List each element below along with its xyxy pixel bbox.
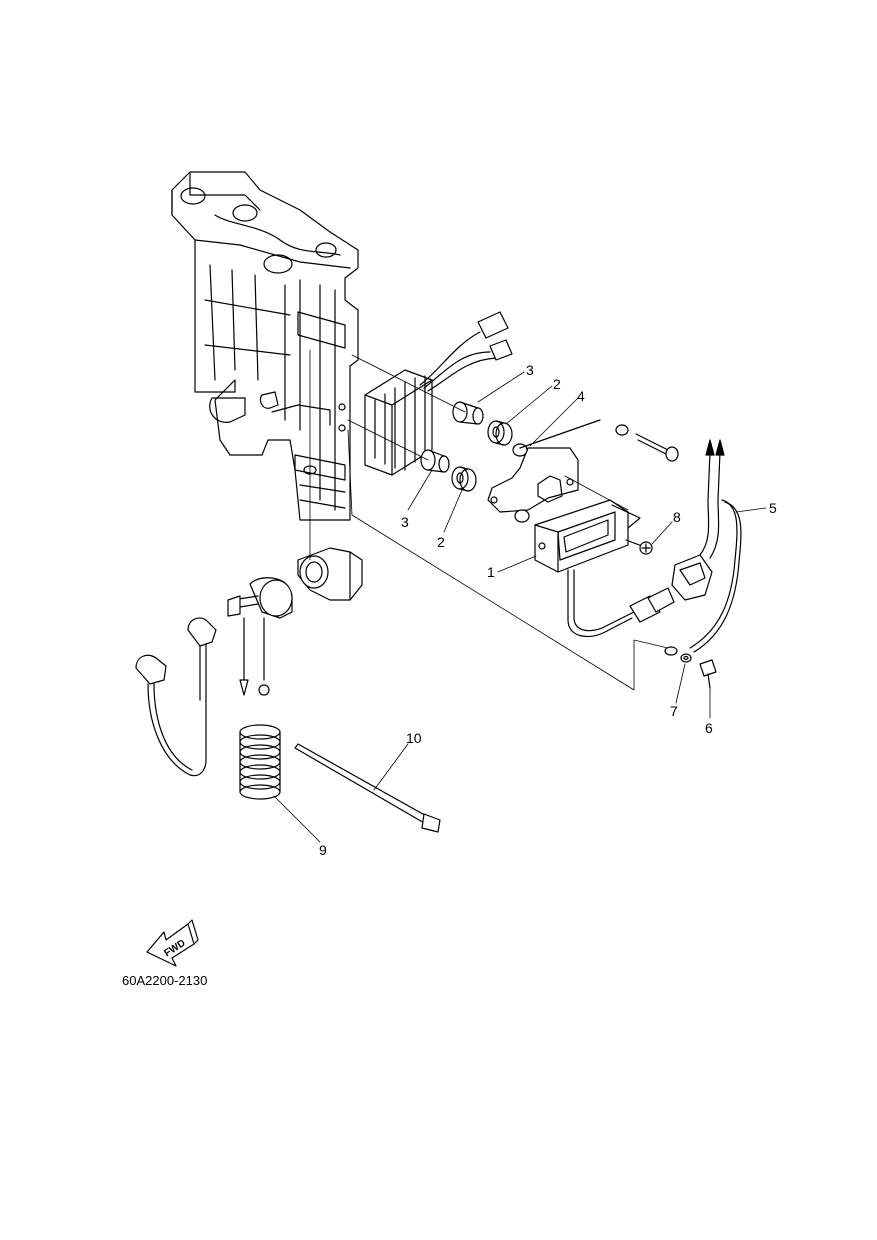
mounting-bracket-plate [487,443,579,523]
fwd-arrow-icon: FWD [146,919,199,967]
callout-3-upper: 3 [526,362,534,378]
rectifier-leads [419,311,513,392]
callout-9: 9 [319,842,327,858]
cdi-harness [567,569,675,638]
spring-9 [239,724,281,800]
rectifier-regulator [364,369,433,476]
collar-lower [420,449,450,473]
engine-bracket [171,171,359,521]
washer-7 [680,653,692,663]
cdi-unit [534,499,641,573]
document-number: 60A2200-2130 [122,973,207,988]
wire-harness [664,439,742,656]
reference-lines [309,349,669,691]
callout-5: 5 [769,500,777,516]
grommet-lower [451,466,477,492]
screw-8 [625,539,653,555]
callout-2-lower: 2 [437,534,445,550]
callout-6: 6 [705,720,713,736]
bolt-upper [519,419,679,462]
callout-10: 10 [406,730,422,746]
callout-leaders [273,371,767,843]
spark-plug-caps [135,617,217,777]
callout-4: 4 [577,388,585,404]
callout-7: 7 [670,703,678,719]
callout-8: 8 [673,509,681,525]
callout-3-lower: 3 [401,514,409,530]
callout-1: 1 [487,564,495,580]
cable-tie-10 [294,743,441,833]
grommet-upper [487,420,513,446]
ignition-coil [227,547,363,696]
callout-labels: 3 2 4 3 2 1 8 5 7 6 10 9 [319,362,777,858]
collar-upper [452,401,484,425]
callout-2-upper: 2 [553,376,561,392]
bolt-6 [699,659,717,689]
